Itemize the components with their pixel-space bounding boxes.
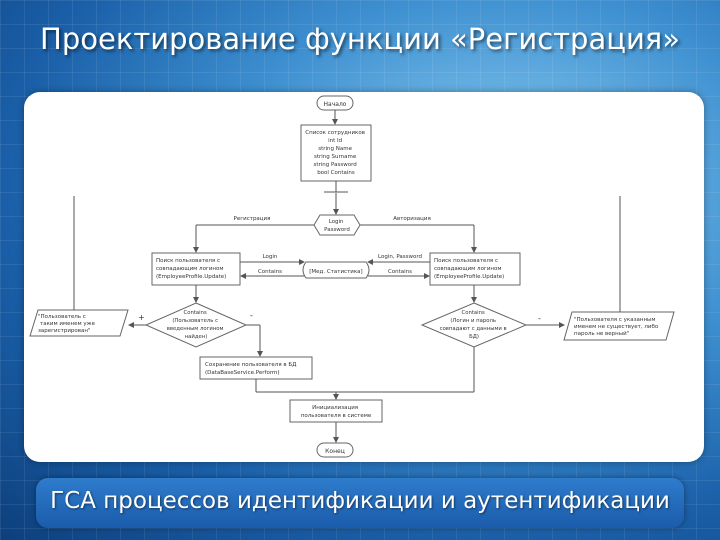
branch-register-label: Регистрация [234,216,271,222]
employee-list-text: Список сотрудников int Id string Name st… [305,130,366,176]
login-label-left: Login [263,254,278,260]
minus-left: - [250,311,253,320]
decision-left [144,302,248,348]
msg-left-text: "Пользователь с таким именем уже зарегис… [38,314,97,334]
slide-title: Проектирование функции «Регистрация» [40,22,680,56]
search-left-box [151,252,241,286]
start-label: Начало [324,101,347,108]
contains-label-left: Contains [258,269,282,275]
end-label: Конец [325,448,345,455]
contains-label-right: Contains [388,269,412,275]
diagram-panel: Начало Список сотрудников int Id string … [24,92,704,462]
slide-subtitle: ГСА процессов идентификации и аутентифик… [50,488,670,514]
end-node [316,442,354,458]
init-user-text: Инициализация пользователя в системе [301,405,372,419]
login-password-text: Login Password [324,219,350,233]
decision-right-text: Contains (Логин и пароль совпадают с дан… [440,310,509,340]
flowchart: Начало Список сотрудников int Id string … [29,95,675,458]
stats-box [302,261,370,279]
decision-left-text: Contains (Пользователь с введенным логин… [167,310,225,340]
stats-label: [Мед. Статистика] [309,269,362,275]
minus-right: - [538,314,541,323]
plus-left: + [138,313,145,322]
login-password-label-right: Login, Password [378,254,422,260]
msg-right-text: "Пользователя с указанным именем не суще… [574,317,660,337]
search-right-text: Поиск пользователя с совпадающим логином… [434,258,504,280]
search-right-box [429,252,521,286]
bottom-banner [36,478,684,528]
msg-left [29,309,129,337]
search-left-text: Поиск пользователя с совпадающим логином… [156,258,226,280]
msg-right [563,311,675,341]
save-user-text: Сохранение пользователя в БД (DataBaseSe… [205,362,298,376]
branch-auth-label: Авторизация [393,216,431,222]
